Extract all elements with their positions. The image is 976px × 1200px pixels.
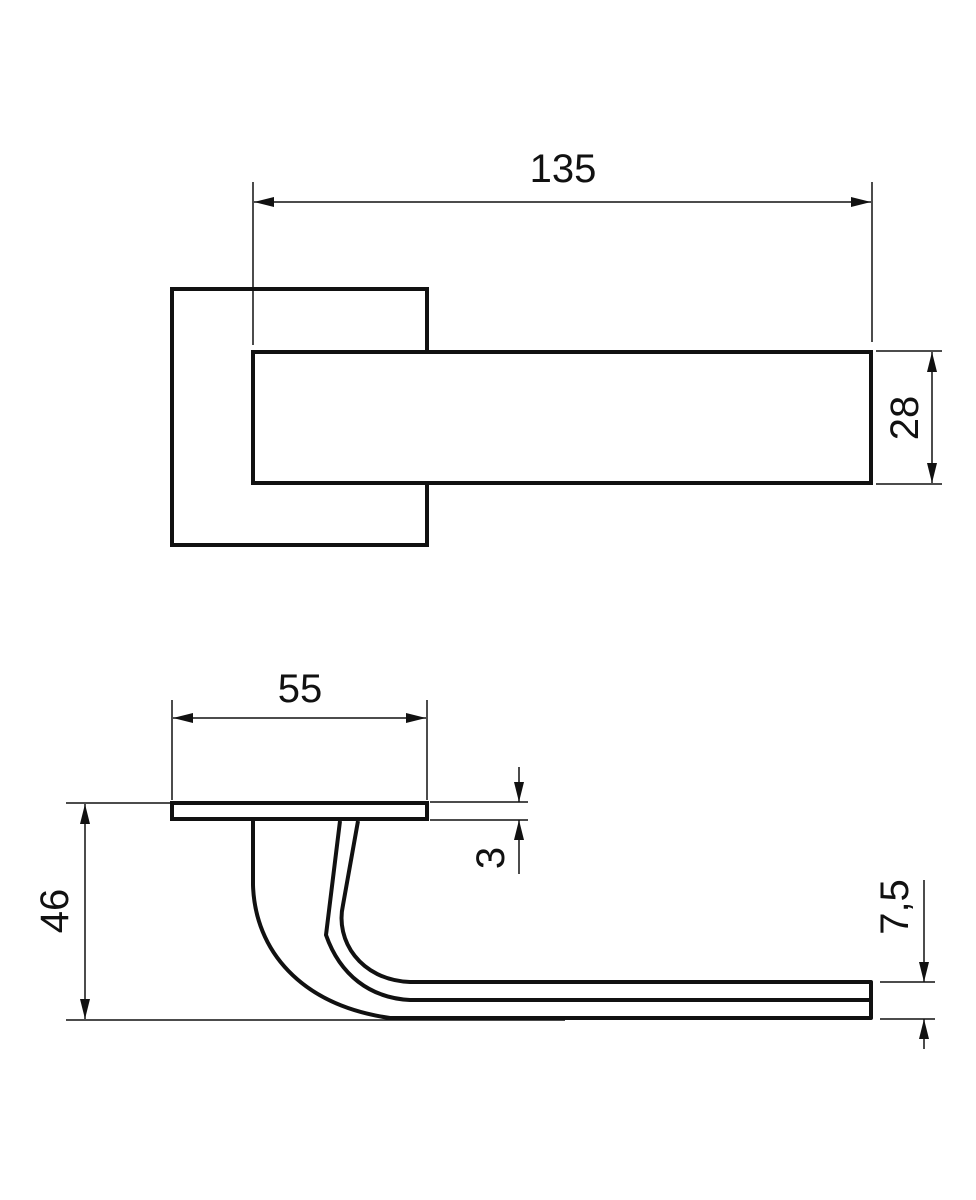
dimension-label-55: 55: [278, 667, 323, 711]
dimension-label-46: 46: [33, 889, 77, 934]
dimension-label-3: 3: [469, 847, 513, 869]
lever-side-outline: [251, 820, 873, 1020]
top-view: 135 28: [170, 147, 942, 547]
rosette-side: [170, 801, 429, 821]
lever-top: [251, 350, 873, 485]
dimension-label-28: 28: [883, 396, 927, 441]
dimension-label-7-5: 7,5: [873, 879, 917, 935]
dimension-label-135: 135: [530, 147, 597, 191]
side-view: 55 46 3 7,5: [33, 667, 935, 1049]
lever-side-middle-line: [324, 820, 871, 1002]
